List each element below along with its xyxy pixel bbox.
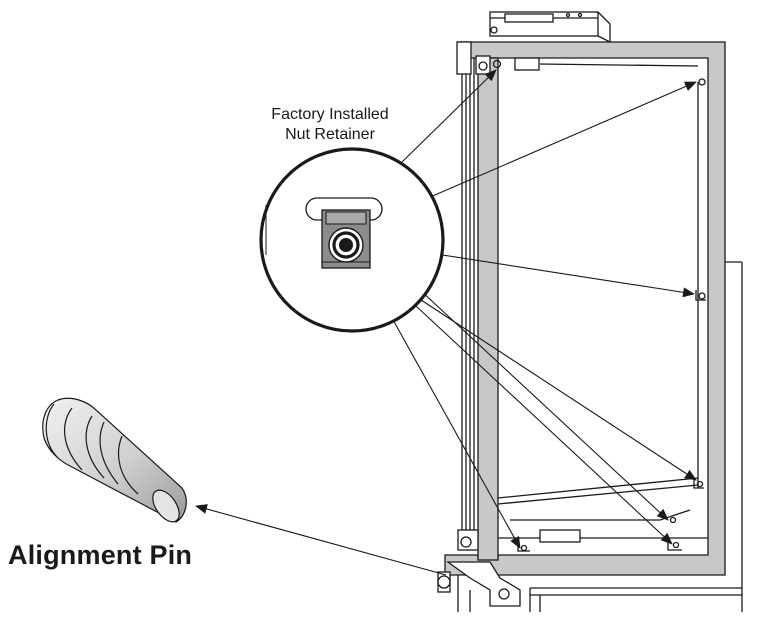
alignment-pin-icon xyxy=(42,397,187,523)
outer-frame xyxy=(444,41,726,576)
callout-lines xyxy=(195,69,697,576)
side-panel xyxy=(529,261,743,612)
nut-retainer-label: Factory Installed Nut Retainer xyxy=(255,105,405,145)
alignment-pin-label: Alignment Pin xyxy=(8,540,193,570)
left-rails xyxy=(461,57,499,561)
door-frame-assembly xyxy=(437,11,743,612)
nut-retainer-detail-circle xyxy=(259,147,445,333)
top-mechanism xyxy=(489,11,611,43)
nut-retainer-icon xyxy=(321,209,371,269)
nut-retainer-label-line2: Nut Retainer xyxy=(285,126,375,143)
bottom-hinge xyxy=(437,529,521,612)
right-hinge-clips xyxy=(693,78,706,489)
nut-retainer-label-line1: Factory Installed xyxy=(271,106,389,123)
